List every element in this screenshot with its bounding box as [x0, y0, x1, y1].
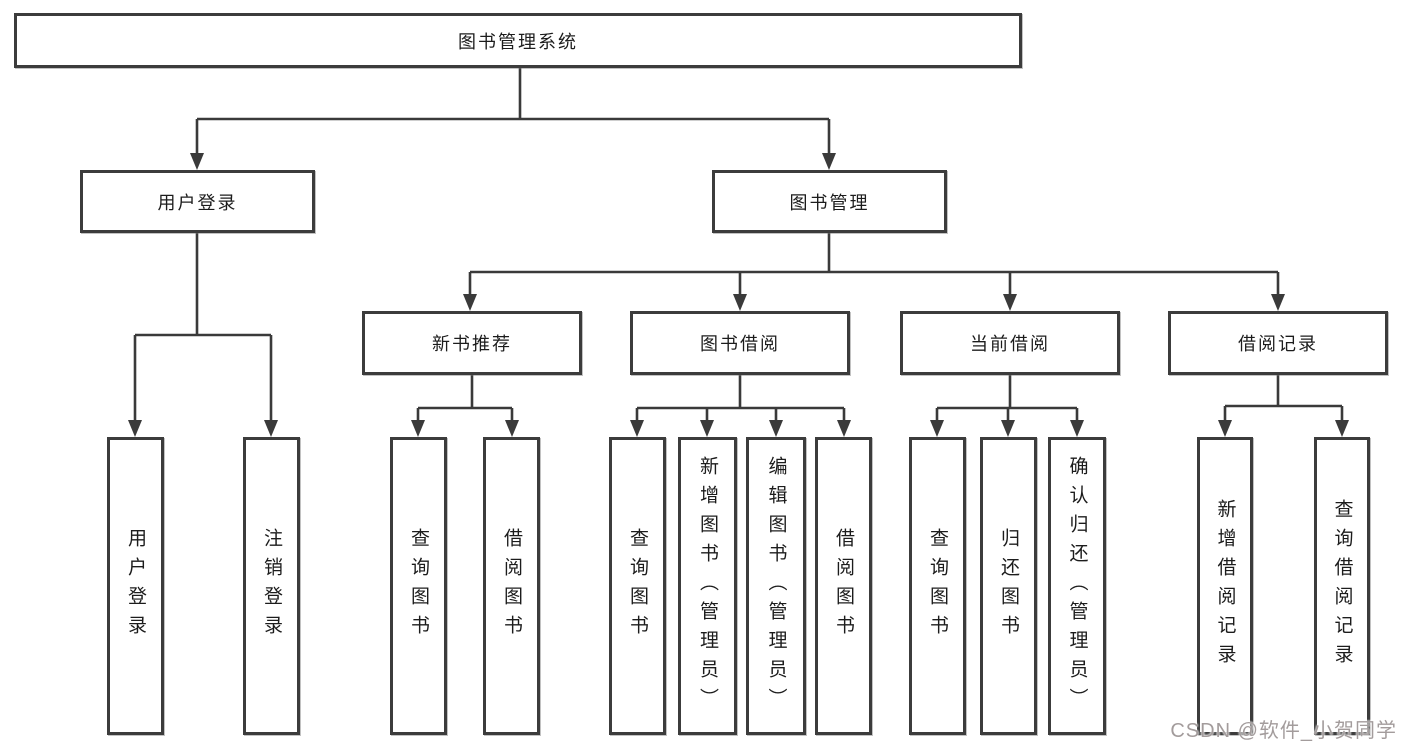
leaf-query-books-borrow: 查询图书 [609, 437, 666, 735]
leaf-label: 确认归还（管理员） [1066, 455, 1088, 717]
node-library-system: 图书管理系统 [14, 13, 1022, 68]
csdn-watermark: CSDN @软件_小贺同学 [1170, 720, 1397, 742]
leaf-label: 查询图书 [927, 528, 948, 644]
leaf-query-books-recommend: 查询图书 [390, 437, 447, 735]
leaf-label: 新增借阅记录 [1214, 499, 1236, 673]
leaf-label: 归还图书 [998, 528, 1019, 644]
leaf-label: 用户登录 [125, 528, 146, 644]
leaf-return-book: 归还图书 [980, 437, 1037, 735]
leaf-query-borrow-record: 查询借阅记录 [1314, 437, 1370, 735]
leaf-label: 查询图书 [627, 528, 648, 644]
leaf-logout: 注销登录 [243, 437, 300, 735]
leaf-borrow-book: 借阅图书 [815, 437, 872, 735]
leaf-label: 借阅图书 [833, 528, 854, 644]
node-book-borrow: 图书借阅 [630, 311, 850, 375]
leaf-label: 查询图书 [408, 528, 429, 644]
node-borrow-records: 借阅记录 [1168, 311, 1388, 375]
leaf-query-books-current: 查询图书 [909, 437, 966, 735]
node-book-management: 图书管理 [712, 170, 947, 233]
node-current-borrow: 当前借阅 [900, 311, 1120, 375]
leaf-label: 注销登录 [261, 528, 282, 644]
leaf-user-login: 用户登录 [107, 437, 164, 735]
leaf-label: 借阅图书 [501, 528, 522, 644]
leaf-confirm-return-admin: 确认归还（管理员） [1048, 437, 1106, 735]
node-user-login-group: 用户登录 [80, 170, 315, 233]
leaf-edit-book-admin: 编辑图书（管理员） [746, 437, 806, 735]
node-new-book-recommend: 新书推荐 [362, 311, 582, 375]
leaf-borrow-books-recommend: 借阅图书 [483, 437, 540, 735]
leaf-add-borrow-record: 新增借阅记录 [1197, 437, 1253, 735]
leaf-label: 查询借阅记录 [1331, 499, 1353, 673]
leaf-add-book-admin: 新增图书（管理员） [678, 437, 737, 735]
leaf-label: 新增图书（管理员） [697, 455, 718, 717]
leaf-label: 编辑图书（管理员） [765, 455, 787, 717]
